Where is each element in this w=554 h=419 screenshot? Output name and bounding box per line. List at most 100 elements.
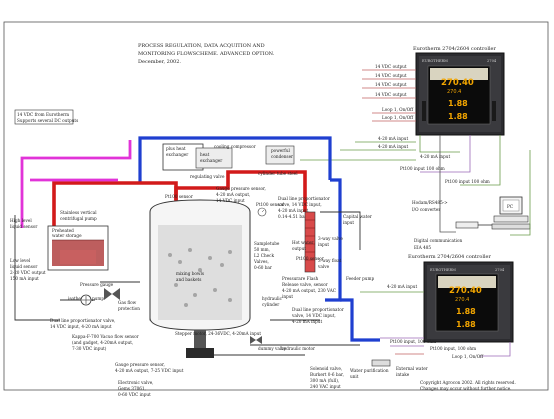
controller-top[interactable]: EUROTHERM 2704 270.40 270.4 1.88 1.88 bbox=[415, 52, 505, 136]
sig-top-4: 14 VDC output bbox=[375, 92, 407, 97]
pipe-magenta bbox=[20, 140, 132, 228]
controller-bottom-brand: EUROTHERM bbox=[430, 268, 456, 272]
hot-water-line2: output bbox=[292, 246, 306, 251]
sig-top-3: 14 VDC output bbox=[375, 82, 407, 87]
three-way-line2: input bbox=[318, 242, 329, 247]
outer-frame bbox=[3, 21, 549, 391]
pc-interface-line1: Hodam/RS485-> bbox=[412, 200, 448, 205]
capital-water-line1: Capital water bbox=[343, 214, 372, 219]
controller-bottom-model: 2704 bbox=[495, 268, 505, 272]
sig-mid-6: 4-20 mA input bbox=[387, 284, 417, 289]
pump-icon bbox=[80, 294, 92, 306]
controller-top-val2: 1.88 bbox=[448, 112, 468, 121]
condenser-line1: powerful bbox=[271, 148, 291, 153]
controller-top-brand: EUROTHERM bbox=[422, 59, 448, 63]
high-level-line2: liquid sensor bbox=[10, 224, 37, 229]
heat-exchanger-line1: heat bbox=[200, 152, 210, 157]
external-water-line1: External water bbox=[396, 366, 428, 371]
dual-valve-line1: Dual line proportionator bbox=[278, 196, 330, 201]
hydraulic-motor-label: hydraulic motor bbox=[281, 346, 315, 351]
cooling-compressor-label: cooling compressor bbox=[214, 144, 256, 149]
hot-press-line4: input bbox=[282, 294, 293, 299]
sig-mid-2: 4-20 mA input bbox=[378, 144, 408, 149]
sig-top-5: Loop 1, On/Off bbox=[382, 107, 414, 112]
copyright-line2: Changes may occur without further notice… bbox=[420, 386, 512, 391]
three-way-b-line1: 3-way float bbox=[318, 258, 342, 263]
mixing-bowls-line2: and baskets bbox=[176, 277, 201, 282]
electronic-valve-line3: 0-60 VDC input bbox=[118, 392, 151, 397]
dual-valve-line3: 4-20 mA input, bbox=[278, 208, 310, 213]
water-purifier-box bbox=[371, 359, 391, 367]
valve-icon bbox=[104, 288, 120, 300]
gauge-icon bbox=[257, 207, 267, 217]
solenoid-line1: Solenoid valve, bbox=[310, 366, 342, 371]
high-level-line1: High level bbox=[10, 218, 32, 223]
copyright-line1: Copyright Agrocon 2002. All rights reser… bbox=[420, 380, 516, 385]
hydraulic-cylinder-line1: hydraulic bbox=[262, 296, 283, 301]
sample-tube-line2: 50 mm, bbox=[254, 247, 270, 252]
cylinder-tube-label: cylinder tube steel bbox=[258, 171, 298, 176]
low-level-line3: 2-20 VDC output bbox=[10, 270, 46, 275]
sig-top-1: 14 VDC output bbox=[375, 64, 407, 69]
preheated-line2: water storage bbox=[52, 233, 82, 238]
pt100-b-label: Pt100 sensor bbox=[256, 202, 284, 207]
stainless-pump-line1: Stainless vertical bbox=[60, 210, 97, 215]
low-level-line1: Low level bbox=[10, 258, 31, 263]
controller-top-label: Eurotherm 2704/2604 controller bbox=[413, 46, 497, 52]
signal-lines-top bbox=[300, 69, 531, 236]
reactor-vessel[interactable] bbox=[149, 199, 251, 358]
condenser bbox=[265, 145, 295, 165]
electronic-valve-line1: Electronic valve, bbox=[118, 380, 154, 385]
kappa-line2: (and gadget, 4-20mA output, bbox=[72, 340, 133, 345]
electronic-valve-line2: Gems 37061, bbox=[118, 386, 146, 391]
hot-press-line2: Release valve, sensor bbox=[282, 282, 328, 287]
low-level-line2: liquid sensor bbox=[10, 264, 37, 269]
dual-valve-line2: valve, 14 VDC input, bbox=[277, 202, 322, 207]
hot-press-line1: Pressurare Flash bbox=[282, 276, 318, 281]
pc-workstation[interactable]: PC bbox=[491, 196, 531, 230]
pipe-blue bbox=[138, 136, 380, 342]
controller-bottom-val1: 1.88 bbox=[456, 307, 476, 316]
sig-bottom-3: Loop 1, On/Off bbox=[452, 354, 484, 359]
controller-bottom[interactable]: EUROTHERM 2704 270.40 270.4 1.88 1.88 bbox=[423, 261, 514, 343]
dual-prop-low-line1: Dual line proportionator valve, bbox=[50, 318, 115, 323]
title-line1: PROCESS REGULATION, DATA ACQUITION AND bbox=[138, 43, 265, 49]
press-top-line1: Gauge pressure sensor, bbox=[216, 186, 266, 191]
sig-bottom-2: Pt100 input, 100 ohm bbox=[430, 346, 476, 351]
solenoid-line4: 240 VAC input bbox=[310, 384, 341, 389]
hot-water-line1: Hot water bbox=[292, 240, 313, 245]
pc-interface-line2: I/O converter bbox=[412, 207, 440, 212]
water-purifier-line2: unit bbox=[350, 374, 359, 379]
low-level-line4: 150 mA input bbox=[10, 276, 39, 281]
kappa-line1: Kappa-F-700 Vacuo flow sensor bbox=[72, 334, 139, 339]
stainless-pump-line2: centrifugal pump bbox=[60, 216, 97, 221]
preheated-line1: Preheated bbox=[52, 228, 74, 233]
signal-lines-bottom bbox=[360, 291, 511, 357]
pressure-gauge-label: Pressure gauge bbox=[80, 282, 114, 287]
capital-water-line2: input bbox=[343, 220, 354, 225]
heat-exchanger bbox=[195, 147, 233, 169]
heat-exchanger-line2: exchanger bbox=[200, 158, 222, 163]
sig-bottom-1: Pt100 input, 100 ohm bbox=[390, 339, 436, 344]
sig-top-6: Loop 1, On/Off bbox=[382, 115, 414, 120]
solenoid-line3: 300 mA (full), bbox=[310, 378, 339, 383]
sample-tube-line1: Sampletube bbox=[254, 241, 280, 246]
dummy-valve-label: dummy valve bbox=[258, 346, 287, 351]
external-water-line2: intake bbox=[396, 372, 410, 377]
three-way-b-line2: valve bbox=[317, 264, 330, 269]
sig-mid-3: 4-20 mA input bbox=[420, 154, 450, 159]
controller-bottom-display-main: 270.40 bbox=[449, 286, 482, 296]
pc-comm-line2: EIA 485 bbox=[414, 245, 431, 250]
three-way-line1: 3-way valve bbox=[318, 236, 343, 241]
controller-bottom-val2: 1.88 bbox=[456, 320, 476, 329]
hot-press-line3: 4-20 mA output, 230 VAC bbox=[282, 288, 336, 293]
plus-heat-line2: exchanger bbox=[166, 152, 188, 157]
sig-mid-5: Pt100 input 100 ohm bbox=[445, 179, 490, 184]
controller-top-display-main: 270.40 bbox=[441, 78, 474, 88]
solenoid-line2: Burkert 0-6 bar, bbox=[310, 372, 344, 377]
gas-flow-line1: Gas flow bbox=[118, 300, 137, 305]
pc-label: PC bbox=[507, 204, 513, 209]
pc-comm-line1: Digital communication bbox=[414, 238, 462, 243]
dual-line-b-line1: Dual line proportionator bbox=[292, 307, 344, 312]
